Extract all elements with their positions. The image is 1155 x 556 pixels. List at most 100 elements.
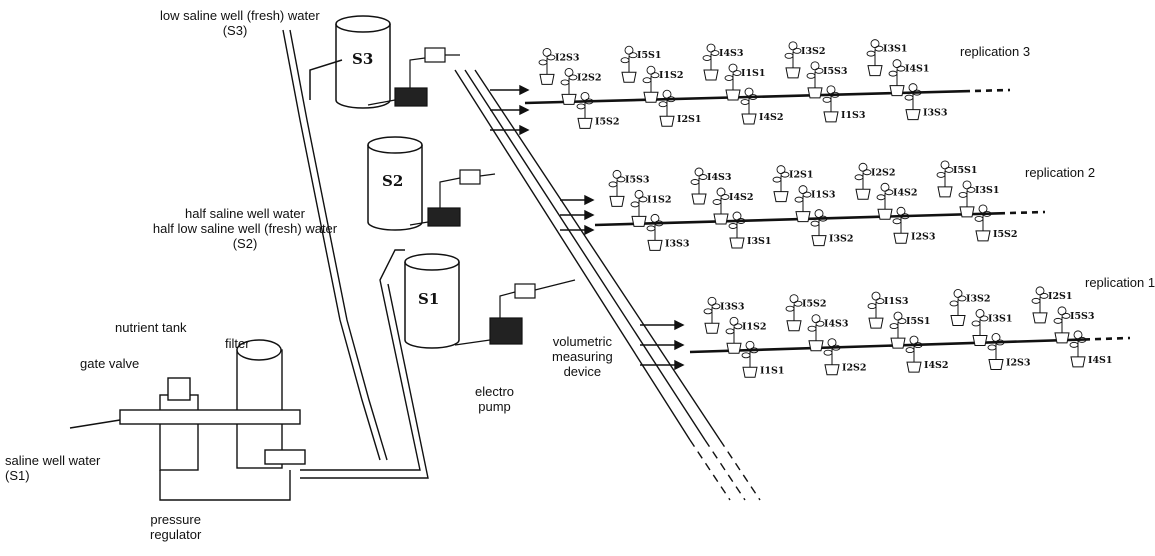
plant-pot xyxy=(1031,286,1049,324)
plant-label: I2S1 xyxy=(789,170,814,181)
plant-pot xyxy=(1069,330,1087,368)
plant-label: I3S2 xyxy=(966,293,991,304)
plant-label: I1S2 xyxy=(659,70,684,81)
plant-label: I1S3 xyxy=(841,110,866,121)
plant-label: I1S1 xyxy=(741,68,766,79)
plant-pot xyxy=(806,61,824,99)
plant-pot xyxy=(949,289,967,326)
replication-1-label: replication 1 xyxy=(1085,275,1155,290)
plant-label: I3S2 xyxy=(801,46,826,57)
supply-pipe xyxy=(282,29,381,461)
plant-label: I1S3 xyxy=(884,296,909,307)
plant-label: I3S1 xyxy=(747,236,772,247)
plant-label: I3S3 xyxy=(665,238,690,249)
plant-pot xyxy=(936,160,954,198)
distribution-line-3 xyxy=(474,69,721,441)
pump-s1 xyxy=(454,279,576,346)
plant-pot xyxy=(822,85,840,123)
replication-2-label: replication 2 xyxy=(1025,165,1096,180)
plant-pot xyxy=(810,209,828,247)
plant-pot xyxy=(987,333,1005,370)
plant-pot xyxy=(646,213,664,251)
plant-label: I3S1 xyxy=(975,185,1000,196)
plant-pot xyxy=(712,187,730,225)
plant-label: I5S3 xyxy=(1070,311,1095,322)
plant-label: I5S1 xyxy=(953,165,978,176)
plant-pot xyxy=(724,63,742,101)
plant-pot xyxy=(823,338,841,376)
tank-label-s3: S3 xyxy=(352,50,374,68)
plant-label: I5S3 xyxy=(625,174,650,185)
plant-pot xyxy=(741,340,759,378)
plant-label: I5S1 xyxy=(637,50,662,61)
plant-pot xyxy=(854,162,872,200)
plant-label: I4S1 xyxy=(1088,355,1113,366)
replication-3-label: replication 3 xyxy=(960,44,1031,59)
plant-pot xyxy=(867,291,885,329)
plant-label: I4S3 xyxy=(719,48,744,59)
plant-pot xyxy=(620,45,638,83)
plant-label: I2S1 xyxy=(1048,291,1073,302)
tank-label-s2: S2 xyxy=(382,172,404,190)
tank-s3 xyxy=(309,15,391,109)
plant-label: I2S3 xyxy=(911,231,936,242)
plant-pot xyxy=(703,296,721,334)
plant-label: I5S3 xyxy=(823,66,848,77)
plant-label: I4S1 xyxy=(905,64,930,75)
plant-pot xyxy=(888,59,906,97)
plant-pot xyxy=(866,39,884,77)
tank-label-s1: S1 xyxy=(418,290,440,308)
plant-pot xyxy=(974,204,992,242)
plant-pot xyxy=(658,89,676,127)
plant-pot xyxy=(889,311,907,349)
plant-pot xyxy=(1053,306,1071,344)
plant-pot xyxy=(740,87,758,125)
plant-label: I3S3 xyxy=(720,301,745,312)
plant-label: I2S3 xyxy=(1006,357,1031,368)
row-arrows xyxy=(490,84,685,371)
main-pipe xyxy=(300,249,421,471)
pump-s2 xyxy=(409,169,496,227)
plant-pot xyxy=(785,294,803,332)
plant-label: I3S1 xyxy=(988,313,1013,324)
label-low-saline: low saline well (fresh) water(S3) xyxy=(160,8,320,38)
filter-unit xyxy=(69,339,306,501)
plant-label: I2S2 xyxy=(842,363,867,374)
plant-label: I2S2 xyxy=(871,167,896,178)
label-gate-valve: gate valve xyxy=(80,356,140,371)
plant-label: I3S2 xyxy=(829,234,854,245)
plant-label: I2S3 xyxy=(555,52,580,63)
lateral-line xyxy=(689,337,1091,354)
plant-label: I1S2 xyxy=(647,194,672,205)
plant-pot xyxy=(892,206,910,244)
label-nutrient-tank: nutrient tank xyxy=(115,320,187,335)
label-filter: filter xyxy=(225,336,250,351)
main-pipe-2 xyxy=(300,283,429,479)
plant-label: I4S2 xyxy=(924,360,949,371)
plant-label: I4S2 xyxy=(729,192,754,203)
plant-pot xyxy=(608,169,626,207)
plant-label: I4S3 xyxy=(707,172,732,183)
plant-pot xyxy=(725,316,743,354)
plant-label: I5S2 xyxy=(802,299,827,310)
plant-label: I4S3 xyxy=(824,319,849,330)
label-saline: saline well water(S1) xyxy=(5,453,101,483)
plant-label: I1S3 xyxy=(811,190,836,201)
plant-label: I5S2 xyxy=(993,229,1018,240)
tank-s2 xyxy=(367,136,423,231)
lateral-line xyxy=(524,89,971,105)
plant-label: I4S2 xyxy=(759,112,784,123)
plant-label: I1S2 xyxy=(742,321,767,332)
plant-label: I4S2 xyxy=(893,187,918,198)
plant-pot xyxy=(642,65,660,103)
plant-pot xyxy=(971,309,989,346)
plant-pot xyxy=(560,67,578,105)
plant-label: I2S2 xyxy=(577,72,602,83)
distribution-line-1 xyxy=(454,69,691,441)
supply-pipe-2 xyxy=(289,29,388,461)
